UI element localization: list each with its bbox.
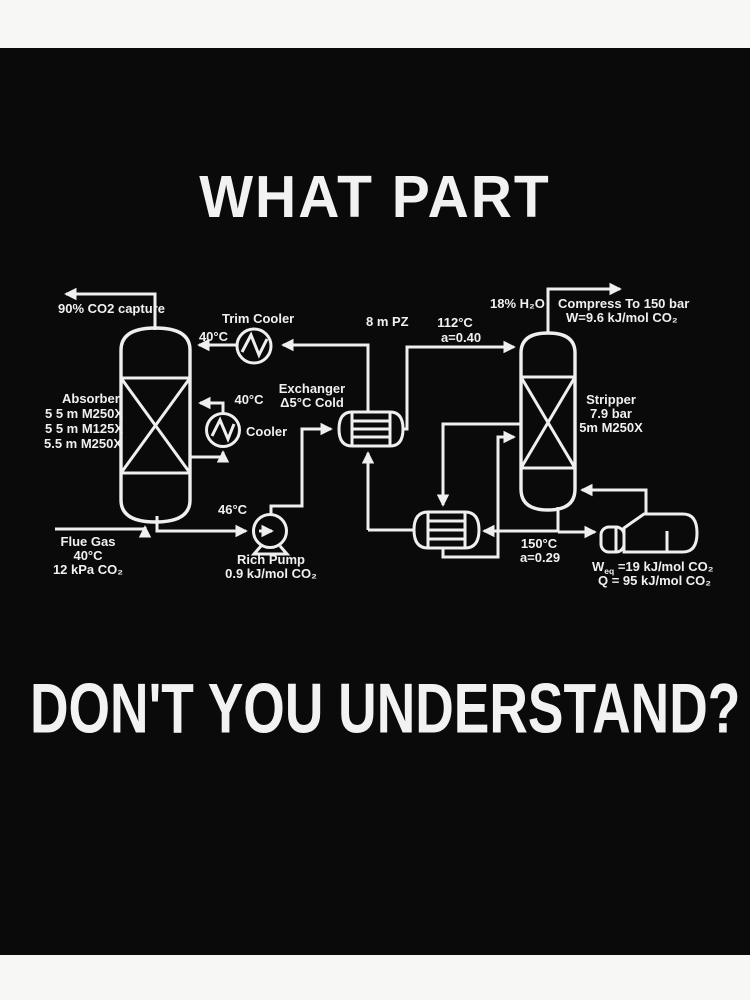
rich-pump-temp-label: 46°C: [218, 502, 248, 517]
pipe-hot-rich-to-stripper: [402, 340, 516, 431]
pipe-reboiler-vapor-return: [580, 483, 648, 513]
pipe-interheater-draw: [436, 422, 521, 507]
trim-cooler-temp-label: 40°C: [199, 329, 229, 344]
absorber-packing-x: [119, 376, 192, 475]
absorber-vessel: [119, 326, 192, 524]
pipe-pump-to-exchanger: [269, 422, 333, 515]
intercooler-temp-label: 40°C: [234, 392, 264, 407]
pipes: [55, 282, 648, 559]
stripper-packing-label: 5m M250X: [579, 420, 643, 435]
absorber-overhead-label: 90% CO2 capture: [58, 301, 165, 316]
trim-cooler-icon: [235, 327, 273, 365]
poster-black-panel: [0, 48, 750, 955]
bottoms-loading-label: a=0.29: [520, 550, 560, 565]
stripper-vessel: [519, 331, 577, 512]
cross-exchanger-hot-icon: [412, 510, 481, 550]
diagram-labels: 90% CO2 capture Trim Cooler 40°C 8 m PZ …: [44, 296, 714, 588]
rich-pump-label: Rich Pump: [237, 552, 305, 567]
kettle-reboiler-icon: [599, 512, 699, 554]
intercooler-label: Cooler: [246, 424, 287, 439]
pipe-lean-to-trim-cooler: [281, 338, 370, 412]
pipe-flue-gas-feed: [55, 525, 152, 538]
pipe-absorber-overhead: [64, 287, 157, 330]
stripper-feed-temp-label: 112°C: [437, 315, 473, 330]
solvent-label: 8 m PZ: [366, 314, 409, 329]
absorber-packing-label-2: 5 5 m M125X: [45, 421, 123, 436]
stripper-water-label: 18% H₂O: [490, 296, 545, 311]
pipe-intercooler-return: [190, 450, 230, 463]
flue-gas-label: Flue Gas: [61, 534, 116, 549]
flue-gas-temp-label: 40°C: [73, 548, 103, 563]
stripper-name-label: Stripper: [586, 392, 636, 407]
compression-label-1: Compress To 150 bar: [558, 296, 689, 311]
rich-pump-work-label: 0.9 kJ/mol CO₂: [225, 566, 317, 581]
rich-pump-icon: [250, 513, 291, 556]
reboiler-duty-label: Q = 95 kJ/mol CO₂: [598, 573, 711, 588]
exchanger-label: Exchanger: [279, 381, 345, 396]
absorber-packing-label-3: 5.5 m M250X: [44, 436, 122, 451]
absorber-name-label: Absorber: [62, 391, 120, 406]
pipe-stripper-overhead: [546, 282, 622, 332]
poster-title-top: WHAT PART: [199, 164, 551, 231]
pipe-interheater-return: [441, 430, 516, 559]
intercooler-icon: [205, 412, 241, 448]
exchanger-approach-label: Δ5°C Cold: [280, 395, 344, 410]
bottoms-temp-label: 150°C: [521, 536, 558, 551]
cross-exchanger-cold-icon: [337, 410, 405, 448]
stripper-feed-loading-label: a=0.40: [441, 330, 481, 345]
stripper-pressure-label: 7.9 bar: [590, 406, 632, 421]
stripper-packing-x: [519, 375, 577, 470]
trim-cooler-label: Trim Cooler: [222, 311, 294, 326]
reboiler-work-label: Weq =19 kJ/mol CO₂: [592, 559, 714, 576]
absorber-packing-label-1: 5 5 m M250X: [45, 406, 123, 421]
pipe-intercooler-supply: [198, 396, 225, 414]
poster-title-bottom: DON'T YOU UNDERSTAND?: [30, 669, 741, 749]
flue-gas-co2-label: 12 kPa CO₂: [53, 562, 123, 577]
compression-label-2: W=9.6 kJ/mol CO₂: [566, 310, 678, 325]
pipe-rich-bottoms-to-pump: [155, 516, 248, 538]
